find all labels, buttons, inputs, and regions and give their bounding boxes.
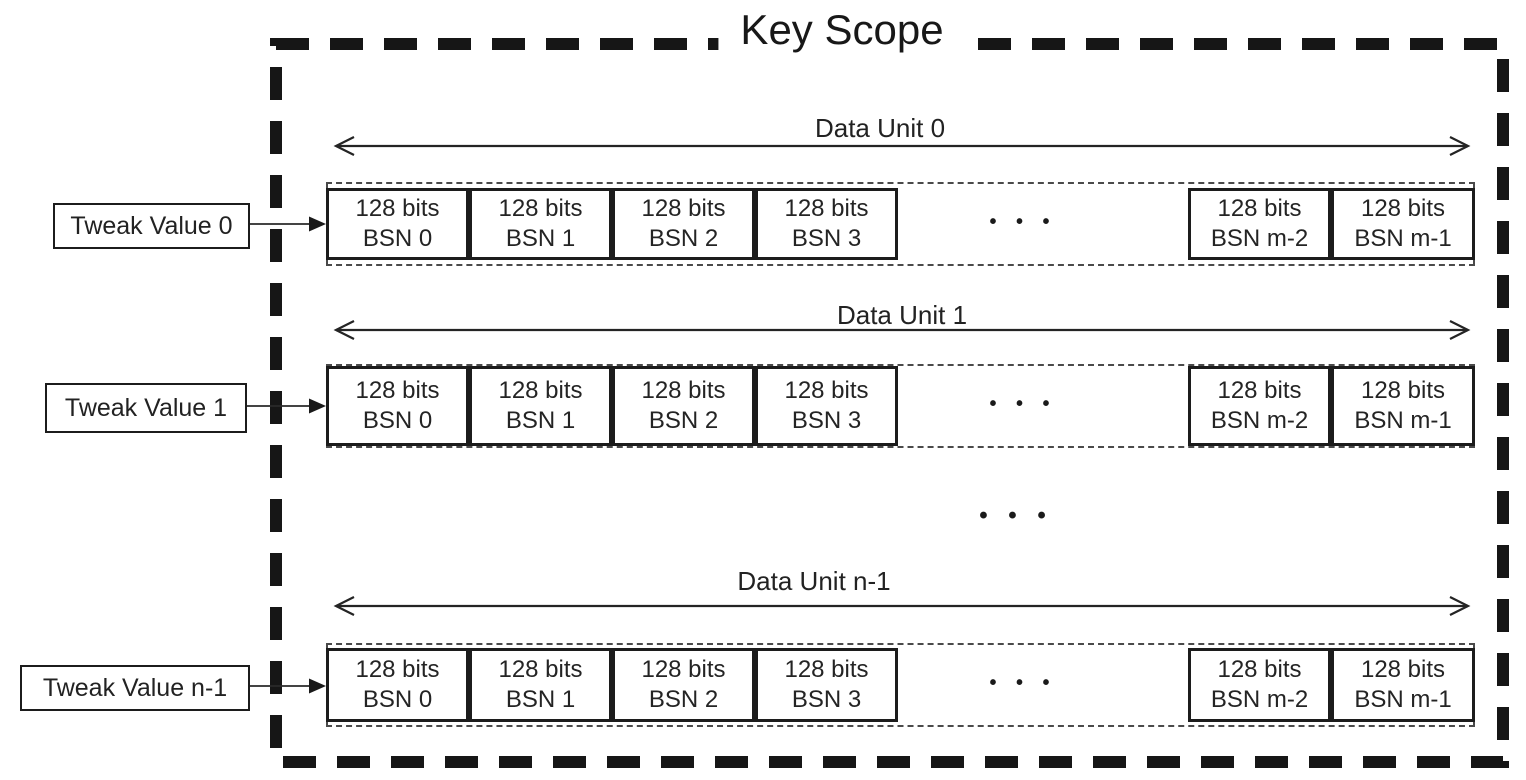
block-bsn-label: BSN 3 <box>791 407 862 434</box>
block-size-label: 128 bits <box>1360 656 1446 683</box>
tweak-n-1-arrow <box>250 678 326 694</box>
rows-ellipsis: • • • <box>979 502 1053 529</box>
bsn-block: 128 bits BSN 0 <box>326 366 469 446</box>
block-bsn-label: BSN m-1 <box>1354 225 1452 252</box>
block-size-label: 128 bits <box>355 377 440 404</box>
bsn-block: 128 bits BSN 2 <box>612 366 755 446</box>
row-ellipsis: • • • <box>989 393 1057 415</box>
block-size-label: 128 bits <box>498 656 583 683</box>
tweak-value-n-1-box: Tweak Value n-1 <box>20 665 250 711</box>
block-size-label: 128 bits <box>498 377 583 404</box>
block-size-label: 128 bits <box>784 195 869 222</box>
tweak-value-1-label: Tweak Value 1 <box>64 393 228 422</box>
block-size-label: 128 bits <box>355 195 440 222</box>
block-bsn-label: BSN m-1 <box>1354 686 1452 713</box>
block-bsn-label: BSN 2 <box>648 225 719 252</box>
bsn-block: 128 bits BSN 1 <box>469 366 612 446</box>
block-size-label: 128 bits <box>355 656 440 683</box>
tweak-1-arrow <box>247 398 326 414</box>
block-bsn-label: BSN 3 <box>791 225 862 252</box>
block-bsn-label: BSN 2 <box>648 686 719 713</box>
block-bsn-label: BSN 0 <box>362 407 433 434</box>
data-unit-n-1-span-arrow <box>333 596 1471 616</box>
block-bsn-label: BSN m-2 <box>1210 407 1309 434</box>
tweak-value-n-1-label: Tweak Value n-1 <box>42 673 228 702</box>
data-unit-0-label: Data Unit 0 <box>814 113 946 143</box>
row-ellipsis: • • • <box>989 672 1057 694</box>
block-size-label: 128 bits <box>1217 377 1302 404</box>
block-size-label: 128 bits <box>641 656 726 683</box>
block-bsn-label: BSN m-1 <box>1354 407 1452 434</box>
block-size-label: 128 bits <box>641 377 726 404</box>
block-bsn-label: BSN m-2 <box>1210 686 1309 713</box>
bsn-block: 128 bits BSN m-1 <box>1331 188 1475 260</box>
bsn-block: 128 bits BSN 0 <box>326 648 469 722</box>
bsn-block: 128 bits BSN 3 <box>755 648 898 722</box>
block-bsn-label: BSN 1 <box>505 686 576 713</box>
tweak-value-1-box: Tweak Value 1 <box>45 383 247 433</box>
data-unit-1-span-arrow <box>333 320 1471 340</box>
bsn-block: 128 bits BSN 1 <box>469 648 612 722</box>
block-bsn-label: BSN 3 <box>791 686 862 713</box>
block-bsn-label: BSN 1 <box>505 225 576 252</box>
block-size-label: 128 bits <box>1360 377 1446 404</box>
tweak-0-arrow <box>250 216 326 232</box>
bsn-block: 128 bits BSN m-2 <box>1188 188 1331 260</box>
bsn-block: 128 bits BSN m-1 <box>1331 366 1475 446</box>
block-size-label: 128 bits <box>784 656 869 683</box>
bsn-block: 128 bits BSN m-1 <box>1331 648 1475 722</box>
bsn-block: 128 bits BSN 0 <box>326 188 469 260</box>
bsn-block: 128 bits BSN 2 <box>612 648 755 722</box>
block-size-label: 128 bits <box>498 195 583 222</box>
block-bsn-label: BSN 0 <box>362 686 433 713</box>
block-bsn-label: BSN m-2 <box>1210 225 1309 252</box>
block-size-label: 128 bits <box>1360 195 1446 222</box>
bsn-block: 128 bits BSN m-2 <box>1188 648 1331 722</box>
block-size-label: 128 bits <box>784 377 869 404</box>
block-size-label: 128 bits <box>1217 656 1302 683</box>
block-bsn-label: BSN 0 <box>362 225 433 252</box>
data-unit-1-label: Data Unit 1 <box>836 300 968 330</box>
tweak-value-0-box: Tweak Value 0 <box>53 203 250 249</box>
bsn-block: 128 bits BSN 1 <box>469 188 612 260</box>
bsn-block: 128 bits BSN 3 <box>755 366 898 446</box>
block-bsn-label: BSN 1 <box>505 407 576 434</box>
data-unit-0-span-arrow <box>333 136 1471 156</box>
bsn-block: 128 bits BSN m-2 <box>1188 366 1331 446</box>
bsn-block: 128 bits BSN 3 <box>755 188 898 260</box>
block-bsn-label: BSN 2 <box>648 407 719 434</box>
row-ellipsis: • • • <box>989 211 1057 233</box>
block-size-label: 128 bits <box>641 195 726 222</box>
bsn-block: 128 bits BSN 2 <box>612 188 755 260</box>
tweak-value-0-label: Tweak Value 0 <box>70 211 233 240</box>
key-scope-title: Key Scope <box>718 6 966 54</box>
data-unit-n-1-label: Data Unit n-1 <box>737 566 891 596</box>
block-size-label: 128 bits <box>1217 195 1302 222</box>
